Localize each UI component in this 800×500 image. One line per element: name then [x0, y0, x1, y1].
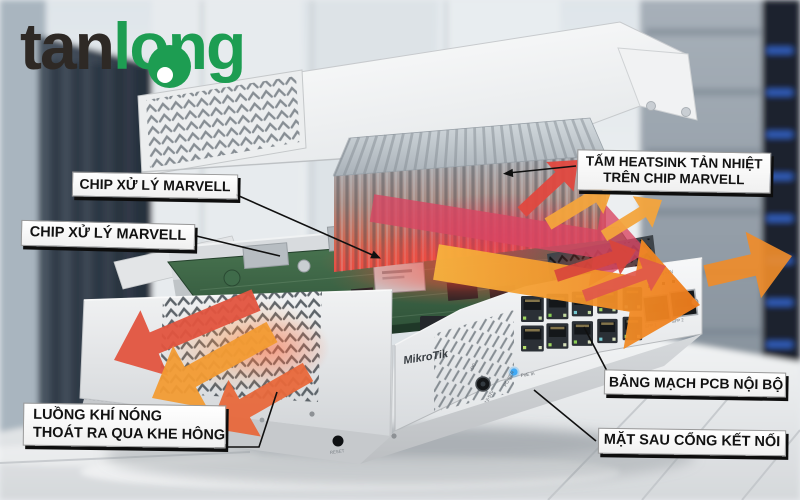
airflow-arrow [581, 256, 666, 302]
airflow-arrow [517, 160, 578, 217]
lid-vent-pattern [146, 76, 300, 168]
power-led [510, 368, 518, 376]
airflow-arrow [152, 321, 278, 409]
callout-airflow: LUỒNG KHÍ NÓNG THOÁT RA QUA KHE HÔNG [22, 402, 227, 449]
reset-hole [332, 435, 344, 447]
callout-chip-processor-2: CHIP XỬ LÝ MARVELL [20, 219, 196, 250]
logo-prefix: tan [20, 9, 115, 83]
airflow-arrow [369, 194, 648, 287]
callout-connectors [187, 165, 608, 448]
airflow-arrow [114, 289, 261, 376]
callout-rear-ports: MẶT SAU CỔNG KẾT NỐI [597, 427, 787, 456]
callout-chip-processor-1: CHIP XỬ LÝ MARVELL [71, 171, 239, 200]
chassis-underside [360, 334, 702, 464]
airflow-arrow [544, 179, 614, 230]
airflow-arrow [210, 362, 314, 437]
callout-pcb: BẢNG MẠCH PCB NỘI BỘ [603, 369, 787, 398]
callout-heatsink-line2: TRÊN CHIP MARVELL [603, 170, 745, 188]
logo-o-mark [148, 45, 191, 88]
poe-label: PoE In [520, 371, 535, 378]
reset-label: RESET [330, 448, 345, 455]
sfp2-label: SFP 2 [671, 317, 684, 324]
logo-o-dot [157, 67, 173, 83]
airflow-arrow [703, 231, 792, 299]
connector-arrowheads [370, 168, 514, 259]
brand-logo: tanlong [20, 9, 246, 88]
callout-heatsink: TẤM HEATSINK TẢN NHIỆT TRÊN CHIP MARVELL [576, 149, 772, 194]
dc-voltage-label: 12-57V [483, 388, 495, 404]
callout-pcb-text: BẢNG MẠCH PCB NỘI BỘ [608, 373, 784, 393]
callout-chip-2-text: CHIP XỬ LÝ MARVELL [29, 224, 187, 244]
callout-rear-text: MẶT SAU CỔNG KẾT NỐI [603, 431, 781, 451]
dc-label: DC [469, 362, 477, 371]
callout-chip-1-text: CHIP XỬ LÝ MARVELL [79, 175, 231, 195]
airflow-arrow [433, 238, 700, 350]
airflow-arrows [114, 160, 792, 437]
airflow-arrow [600, 196, 662, 242]
airflow-arrow [554, 239, 636, 282]
callout-airflow-line2: THOÁT RA QUA KHE HÔNG [32, 424, 226, 444]
front-vent-slashes [434, 310, 514, 412]
callout-airflow-line1: LUỒNG KHÍ NÓNG [33, 406, 163, 425]
